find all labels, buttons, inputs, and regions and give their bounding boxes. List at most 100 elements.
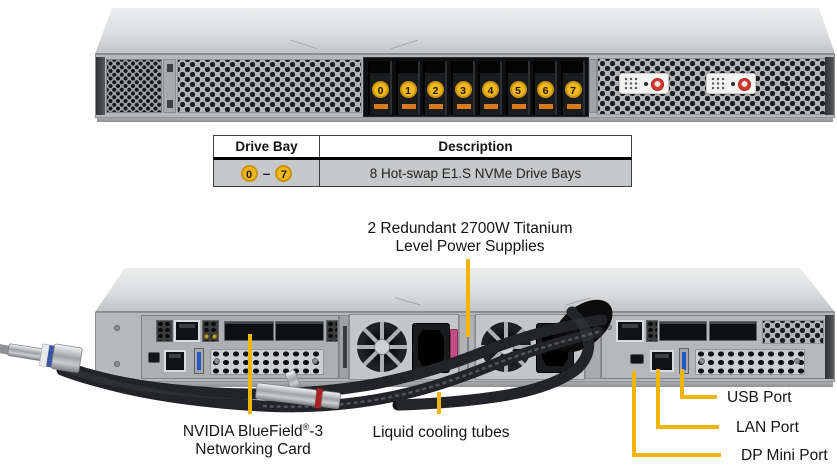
drive-bay-number: 2 bbox=[427, 81, 444, 98]
lan-port bbox=[650, 350, 674, 372]
front-right-ear bbox=[825, 57, 834, 115]
ac-inlet bbox=[412, 323, 450, 373]
drive-bay-number: 4 bbox=[482, 81, 499, 98]
drive-bay-6: 6 bbox=[533, 61, 557, 115]
psu-fan bbox=[354, 319, 410, 375]
drive-bay-1: 1 bbox=[395, 61, 420, 115]
front-latch bbox=[163, 59, 176, 113]
networking-card-label-line1: NVIDIA BlueField®-3 bbox=[182, 422, 324, 441]
bay-end-badge: 7 bbox=[275, 164, 293, 182]
dp-mini-port bbox=[630, 354, 644, 364]
drive-latch bbox=[566, 104, 581, 109]
power-supply-2 bbox=[475, 314, 585, 380]
drive-bay-7: 7 bbox=[560, 61, 585, 115]
panel-led bbox=[680, 82, 684, 86]
psu-divider bbox=[459, 315, 475, 379]
io-lan-port-top bbox=[616, 320, 644, 342]
drive-bay-number: 5 bbox=[509, 81, 527, 98]
bracket bbox=[585, 315, 601, 379]
bay-start-badge: 0 bbox=[240, 164, 258, 182]
drive-latch bbox=[456, 104, 471, 109]
psu-release-tab bbox=[450, 329, 458, 363]
screw bbox=[794, 358, 800, 364]
screw bbox=[699, 358, 705, 364]
drive-bay-number: 3 bbox=[454, 81, 472, 98]
fan-hub bbox=[498, 339, 514, 355]
sma-connector bbox=[204, 334, 209, 339]
power-supplies-label: 2 Redundant 2700W Titanium Level Power S… bbox=[310, 220, 630, 256]
id-led bbox=[731, 82, 735, 86]
front-panel: 0 1 2 3 4 5 6 bbox=[95, 54, 835, 118]
rear-view bbox=[95, 268, 835, 388]
bracket bbox=[339, 315, 349, 379]
card-lan-port-top bbox=[174, 320, 200, 342]
hose-coupling-left bbox=[0, 343, 83, 373]
front-divider bbox=[589, 59, 597, 113]
panel-led bbox=[784, 82, 788, 86]
card-bracket-grille bbox=[210, 349, 324, 375]
table-header-drive-bay: Drive Bay bbox=[214, 136, 320, 157]
front-left-ear bbox=[96, 57, 105, 115]
drive-bay-5: 5 bbox=[505, 61, 530, 115]
usb-port bbox=[679, 348, 689, 374]
drive-bay-4: 4 bbox=[478, 61, 502, 115]
power-button-icon bbox=[651, 77, 664, 91]
card-vent bbox=[326, 320, 338, 342]
qsfp-port-1 bbox=[224, 321, 274, 341]
bluefield3-card bbox=[141, 315, 339, 379]
drive-bay-number: 0 bbox=[372, 81, 389, 98]
front-main-grille bbox=[177, 59, 362, 113]
drive-latch bbox=[401, 104, 416, 109]
dp-mini-port-label: DP Mini Port bbox=[741, 447, 828, 464]
drive-latch bbox=[539, 104, 553, 109]
networking-card-label-line2: Networking Card bbox=[195, 441, 311, 459]
drive-bay-area: 0 1 2 3 4 5 6 bbox=[363, 57, 589, 117]
power-supplies-label-line2: Level Power Supplies bbox=[395, 238, 545, 255]
status-leds bbox=[711, 77, 727, 91]
status-leds bbox=[624, 77, 640, 91]
drive-bay-3: 3 bbox=[450, 61, 475, 115]
drive-bay-table: Drive Bay Description 0 – 7 8 Hot-swap E… bbox=[213, 135, 632, 187]
io-hex-vent bbox=[762, 320, 824, 344]
rear-right-ear bbox=[825, 315, 834, 379]
power-supply-1 bbox=[349, 314, 459, 380]
qsfp-port-1 bbox=[659, 321, 707, 341]
drive-bay-number: 6 bbox=[537, 81, 554, 98]
table-cell-drive-bay: 0 – 7 bbox=[214, 160, 320, 186]
control-panel-1 bbox=[619, 73, 669, 94]
psu-fan bbox=[478, 319, 534, 375]
table-row: 0 – 7 8 Hot-swap E1.S NVMe Drive Bays bbox=[213, 160, 632, 187]
drive-bay-number: 1 bbox=[399, 81, 417, 98]
drive-bay-2: 2 bbox=[423, 61, 447, 115]
drive-bay-number: 7 bbox=[564, 81, 582, 98]
qsfp-port-2 bbox=[709, 321, 757, 341]
card-lan-port-bottom bbox=[164, 350, 186, 372]
front-chassis-lid bbox=[95, 8, 835, 54]
rear-panel bbox=[95, 312, 835, 382]
rear-io-card bbox=[601, 315, 827, 379]
networking-card-label: NVIDIA BlueField®-3 Networking Card bbox=[133, 418, 373, 459]
screw bbox=[114, 325, 120, 331]
screw bbox=[606, 324, 612, 330]
card-mini-port bbox=[148, 352, 160, 363]
power-button-icon bbox=[738, 77, 751, 91]
card-vent bbox=[156, 320, 173, 342]
screw bbox=[312, 358, 318, 364]
table-header-row: Drive Bay Description bbox=[213, 135, 632, 160]
io-bracket-grille bbox=[695, 349, 805, 375]
front-view: 0 1 2 3 4 5 6 bbox=[95, 8, 835, 124]
power-supplies-label-line1: 2 Redundant 2700W Titanium bbox=[367, 220, 573, 237]
drive-latch bbox=[484, 104, 498, 109]
drive-latch bbox=[429, 104, 443, 109]
table-header-description: Description bbox=[438, 139, 513, 154]
lan-port-label: LAN Port bbox=[736, 419, 799, 436]
screw bbox=[114, 361, 120, 367]
drive-latch bbox=[374, 104, 388, 109]
front-bottom-rail bbox=[97, 118, 833, 122]
card-usb-port bbox=[194, 348, 204, 374]
screw bbox=[214, 358, 220, 364]
bay-range-dash: – bbox=[262, 165, 271, 181]
rear-chassis-lid bbox=[95, 268, 835, 312]
fan-hub bbox=[374, 339, 390, 355]
